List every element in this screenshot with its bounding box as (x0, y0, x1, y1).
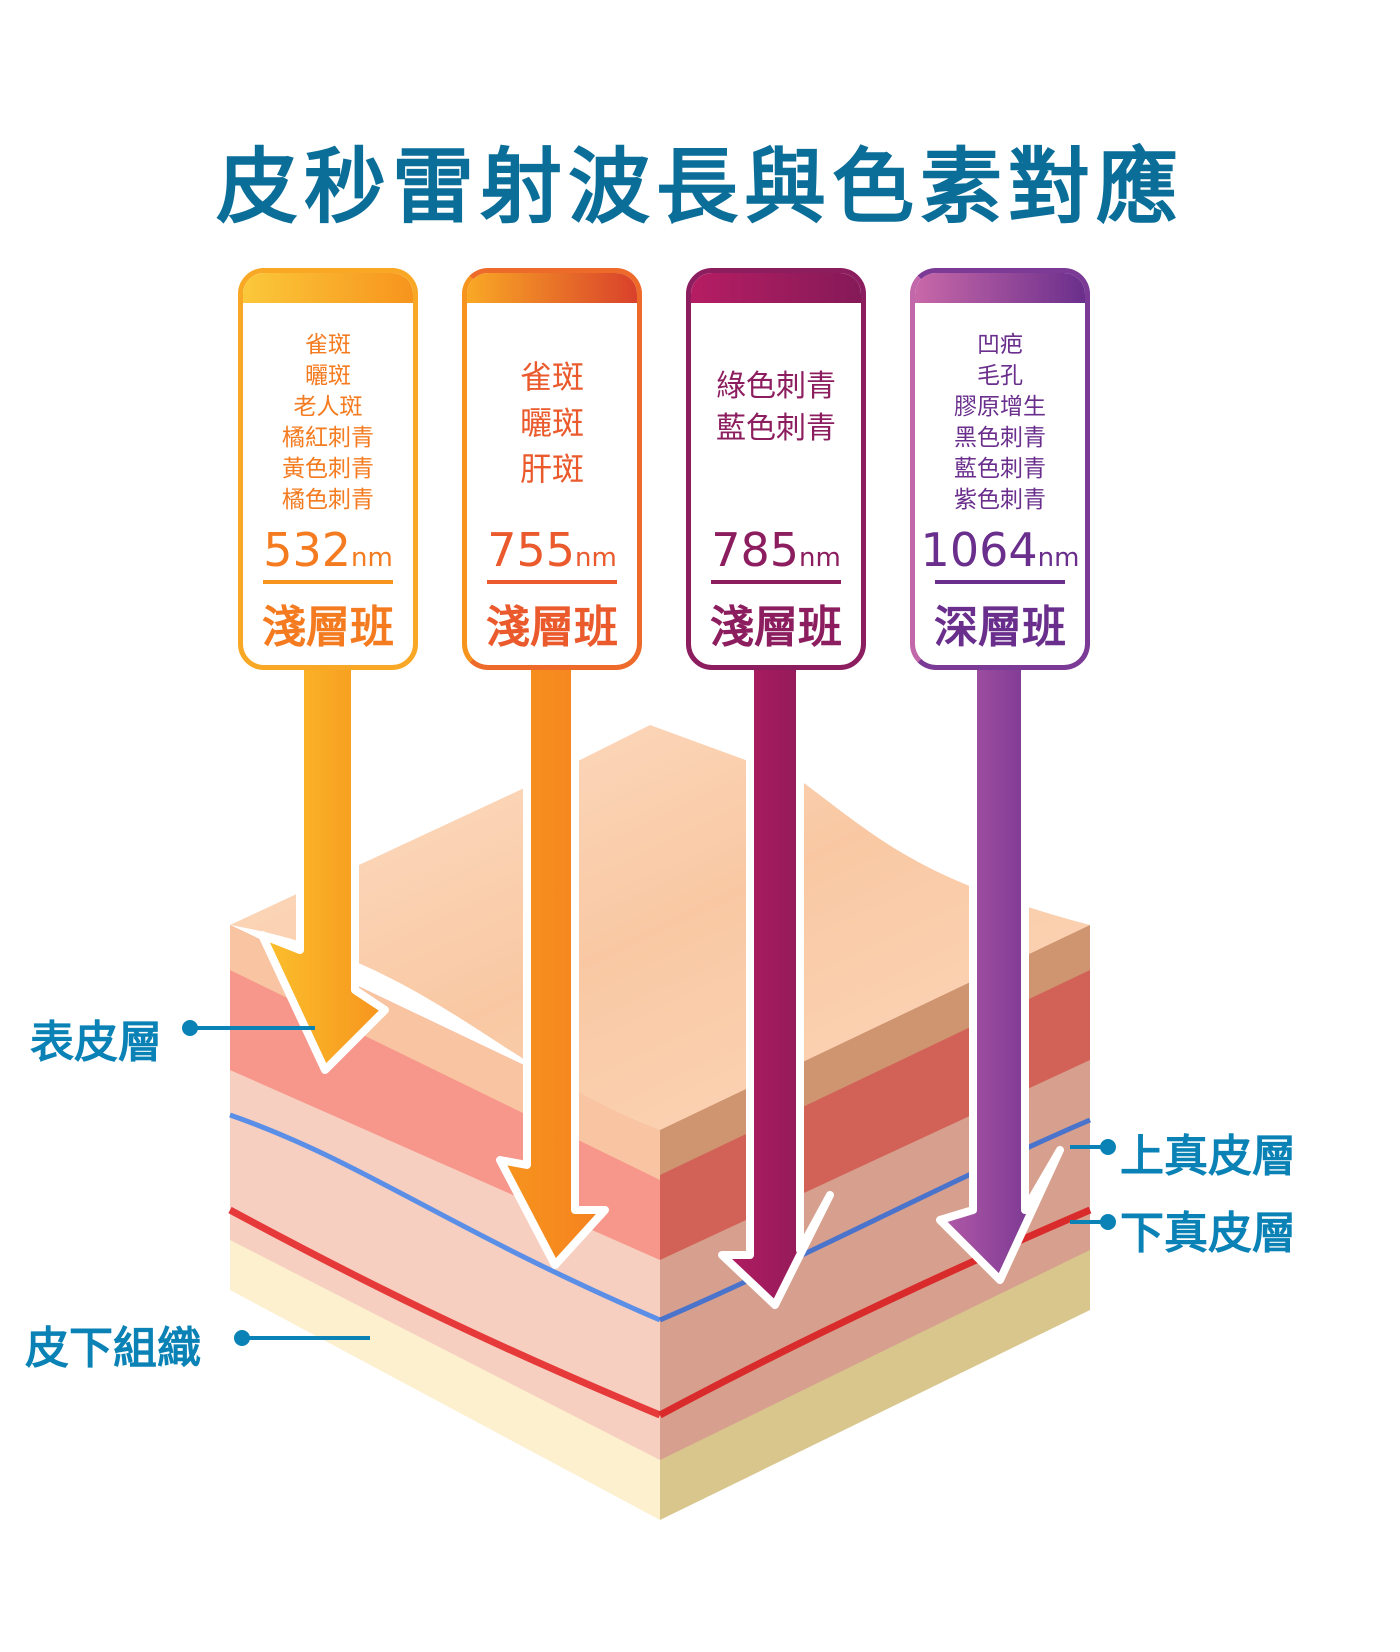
laser-arrow-785 (718, 661, 834, 1309)
wavelength: 1064nm (920, 523, 1080, 577)
laser-arrow-1064 (936, 661, 1064, 1284)
indication: 膠原增生 (954, 394, 1046, 420)
indication: 曬斑 (519, 404, 584, 442)
depth-label: 深層班 (934, 602, 1066, 653)
indication: 黃色刺青 (282, 456, 374, 482)
page-title: 皮秒雷射波長與色素對應 (215, 140, 1184, 235)
laser-arrow-755 (496, 661, 609, 1269)
label-upper-dermis: 上真皮層 (1120, 1131, 1296, 1182)
indication: 毛孔 (977, 363, 1023, 389)
card-785nm: 綠色刺青藍色刺青 785nm 淺層班 (686, 268, 866, 670)
indication: 雀斑 (305, 332, 351, 358)
leader-lines (182, 1020, 1116, 1346)
indication: 凹疤 (977, 332, 1023, 358)
indication: 老人斑 (293, 394, 363, 420)
card-755nm: 雀斑曬斑肝斑 755nm 淺層班 (462, 268, 642, 670)
wavelength: 755nm (487, 523, 617, 577)
depth-label: 淺層班 (486, 602, 618, 653)
indication: 橘色刺青 (282, 487, 374, 513)
card-1064nm: 凹疤毛孔膠原增生黑色刺青藍色刺青紫色刺青 1064nm 深層班 (910, 268, 1090, 670)
wavelength: 785nm (711, 523, 841, 577)
indication: 綠色刺青 (716, 369, 836, 404)
label-epidermis: 表皮層 (30, 1017, 162, 1068)
indication: 雀斑 (519, 358, 584, 396)
card-532nm: 雀斑曬斑老人斑橘紅刺青黃色刺青橘色刺青 532nm 淺層班 (238, 268, 418, 670)
indication: 曬斑 (305, 363, 351, 389)
depth-label: 淺層班 (710, 602, 842, 653)
indication: 藍色刺青 (954, 456, 1046, 482)
laser-arrow-532 (258, 661, 389, 1074)
label-lower-dermis: 下真皮層 (1120, 1208, 1296, 1259)
wavelength: 532nm (263, 523, 393, 577)
indication: 橘紅刺青 (282, 425, 374, 451)
label-subcutaneous: 皮下組織 (25, 1323, 201, 1374)
indication: 紫色刺青 (954, 487, 1046, 513)
indication: 藍色刺青 (716, 411, 836, 446)
indication: 肝斑 (519, 450, 584, 488)
indication: 黑色刺青 (954, 425, 1046, 451)
depth-label: 淺層班 (262, 602, 394, 653)
top-face (230, 725, 1090, 1130)
